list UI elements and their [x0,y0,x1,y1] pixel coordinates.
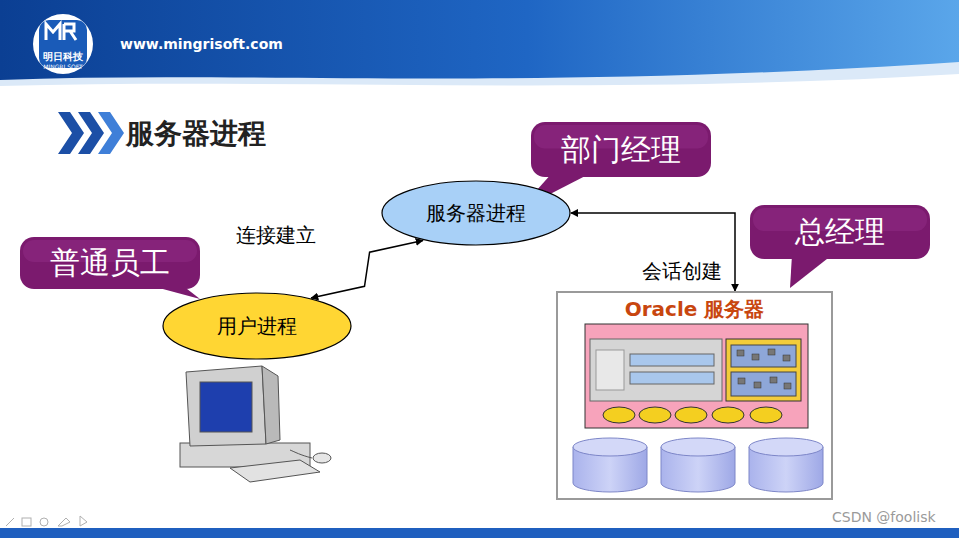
logo-subtext: MINGRI SOFT [43,64,82,70]
node-text: 服务器进程 [426,201,526,225]
node-text: 用户进程 [217,314,297,338]
computer-illustration [180,366,331,482]
connector [571,213,735,291]
edge-label: 会话创建 [640,258,724,285]
footer-bar [0,528,959,538]
logo-square [39,20,87,68]
server-box: Oracle 服务器 [556,291,833,500]
toolbar-icons [6,516,87,526]
speech-callout: 总经理 [750,205,930,259]
header-wave-2 [0,74,959,90]
logo-mark [46,24,76,40]
logo-text: 明日科技 [43,52,83,62]
connector [311,240,423,298]
node-text: Oracle 服务器 [625,297,765,321]
site-url: www.mingrisoft.com [120,37,283,51]
edge-label: 连接建立 [234,222,318,249]
process-ellipse: 用户进程 [162,292,352,360]
speech-callout: 部门经理 [531,122,711,177]
watermark: CSDN @foolisk [832,510,936,524]
process-ellipse: 服务器进程 [381,180,571,246]
node-text: 普通员工 [50,245,170,281]
box-outline [556,291,833,500]
header-bar [0,0,959,88]
slide-title: 服务器进程 [126,115,266,153]
node-text: 部门经理 [561,132,681,168]
speech-callout: 普通员工 [20,237,200,289]
title-chevrons [58,112,124,154]
oracle-server-illustration [558,293,831,498]
node-text: 总经理 [795,214,885,250]
logo-ring [33,14,93,74]
